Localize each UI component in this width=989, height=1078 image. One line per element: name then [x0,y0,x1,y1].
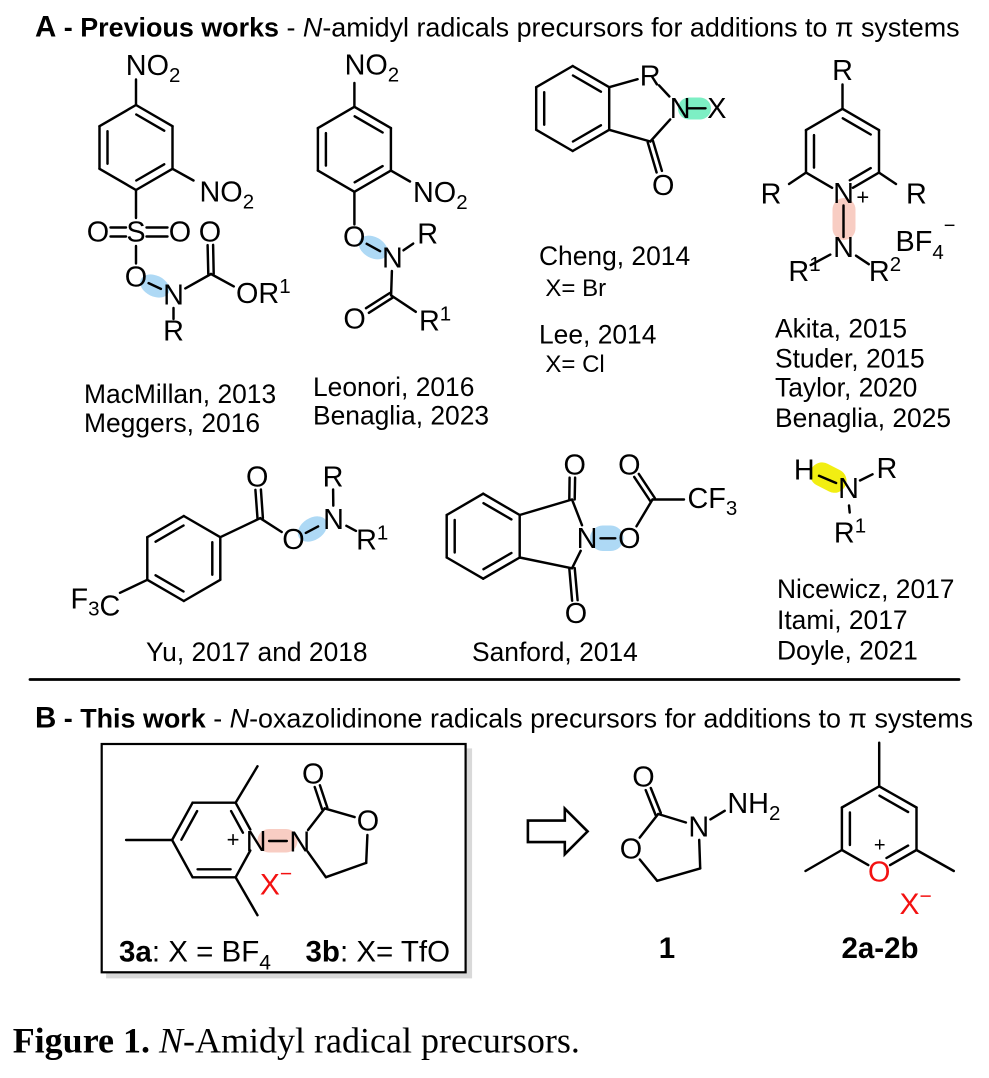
svg-text:+: + [856,185,869,210]
svg-text:R: R [640,60,661,92]
svg-text:Benaglia, 2025: Benaglia, 2025 [775,403,951,433]
svg-text:R: R [906,179,927,211]
svg-text:O: O [357,806,379,838]
svg-text:N: N [833,178,854,210]
svg-text:Taylor, 2020: Taylor, 2020 [775,373,917,403]
svg-text:2a-2b: 2a-2b [841,932,918,965]
svg-text:Benaglia, 2023: Benaglia, 2023 [313,401,489,431]
svg-text:Akita, 2015: Akita, 2015 [775,313,907,343]
svg-text:MacMillan, 2013: MacMillan, 2013 [84,379,276,409]
svg-text:O: O [618,523,640,555]
svg-text:H: H [794,454,815,486]
svg-text:Sanford, 2014: Sanford, 2014 [472,637,638,667]
svg-text:Cheng, 2014: Cheng, 2014 [539,241,690,271]
svg-text:R: R [323,462,344,494]
svg-text:O: O [199,217,221,249]
svg-text:R: R [877,453,898,485]
svg-text:1: 1 [659,932,675,965]
svg-text:X: X [707,93,726,125]
svg-text:O: O [868,857,890,889]
svg-text:+: + [874,835,886,857]
svg-text:Nicewicz, 2017: Nicewicz, 2017 [777,574,954,604]
svg-text:Itami, 2017: Itami, 2017 [777,605,908,635]
svg-text:X= Cl: X= Cl [545,351,604,378]
svg-text:O: O [87,217,109,249]
svg-text:R: R [417,219,438,251]
svg-text:N: N [577,523,598,555]
svg-text:Yu, 2017 and 2018: Yu, 2017 and 2018 [146,637,368,667]
svg-text:+: + [227,827,240,852]
svg-text:O: O [302,759,324,791]
svg-text:A - Previous works - N-amidyl: A - Previous works - N-amidyl radicals p… [35,11,960,44]
svg-text:O: O [246,461,268,493]
svg-text:O: O [620,833,642,865]
svg-text:R: R [761,179,782,211]
svg-text:Doyle, 2021: Doyle, 2021 [777,636,918,666]
svg-text:N: N [382,243,403,275]
svg-text:N: N [838,473,859,505]
svg-text:N: N [163,280,184,312]
svg-text:3b: X= TfO: 3b: X= TfO [306,935,451,968]
svg-text:O: O [169,217,191,249]
svg-text:R: R [163,316,184,348]
svg-text:B - This work - N-oxazolidinon: B - This work - N-oxazolidinone radicals… [35,702,973,735]
svg-text:N: N [323,504,344,536]
svg-text:O: O [343,304,365,336]
svg-text:Figure 1. N-Amidyl radical pre: Figure 1. N-Amidyl radical precursors. [13,1020,580,1060]
svg-text:N: N [289,827,310,859]
svg-text:N: N [688,811,709,843]
svg-text:X= Br: X= Br [545,275,606,302]
svg-text:S: S [126,217,145,249]
svg-text:N: N [670,93,691,125]
svg-text:N: N [246,826,267,858]
svg-text:O: O [125,262,147,294]
svg-text:O: O [565,598,587,630]
svg-text:Lee, 2014: Lee, 2014 [539,319,656,349]
svg-text:O: O [632,762,654,794]
svg-text:Meggers, 2016: Meggers, 2016 [84,408,260,438]
svg-text:O: O [282,524,304,556]
svg-text:Leonori, 2016: Leonori, 2016 [313,372,474,402]
svg-text:O: O [563,449,585,481]
svg-text:O: O [343,222,365,254]
svg-text:N: N [833,232,854,264]
svg-text:R: R [832,55,853,87]
svg-text:O: O [618,449,640,481]
svg-text:O: O [652,170,674,202]
svg-text:Studer, 2015: Studer, 2015 [775,343,925,373]
